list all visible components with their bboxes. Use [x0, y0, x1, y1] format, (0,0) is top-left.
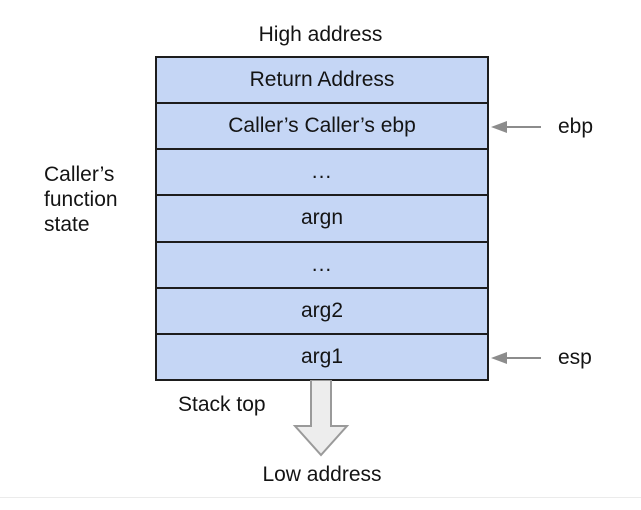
stack-row: Caller’s Caller’s ebp [157, 104, 487, 151]
bottom-divider [0, 497, 641, 498]
stack-row-label-arg1: arg1 [300, 344, 344, 368]
left-caption-line-1: Caller’s [44, 163, 115, 186]
stack-row: arg1 [157, 334, 487, 379]
stack-row-label-ellipsis-upper: ... [311, 160, 333, 184]
stack-row-label-return-address: Return Address [249, 68, 395, 92]
stack-row: Return Address [157, 58, 487, 105]
stack-row-label-argn: argn [300, 206, 344, 230]
stack-row: ... [157, 150, 487, 197]
stack-row-label-arg2: arg2 [300, 298, 344, 322]
stack-box: Return Address Caller’s Caller’s ebp ...… [155, 56, 489, 381]
esp-label: esp [558, 346, 592, 369]
high-address-label: High address [0, 22, 641, 48]
ebp-label: ebp [558, 115, 594, 138]
stack-growth-down-arrow-icon [292, 380, 350, 457]
high-address-text: High address [258, 23, 383, 46]
stack-row-label-ellipsis-lower: ... [311, 252, 333, 276]
stack-row: argn [157, 196, 487, 243]
left-caption-line-3: state [44, 213, 90, 236]
low-address-label: Low address [262, 463, 382, 486]
esp-pointer: esp [489, 347, 592, 369]
stack-row: ... [157, 242, 487, 289]
stack-row-label-callers-callers-ebp: Caller’s Caller’s ebp [228, 114, 416, 138]
ebp-pointer: ebp [489, 116, 593, 138]
left-caption-line-2: function [44, 188, 118, 211]
stack-top-label: Stack top [178, 393, 266, 416]
stack-row: arg2 [157, 288, 487, 335]
arrow-left-icon [491, 121, 541, 133]
arrow-left-icon [491, 352, 541, 364]
callers-function-state-label: Caller’s function state [44, 162, 152, 237]
